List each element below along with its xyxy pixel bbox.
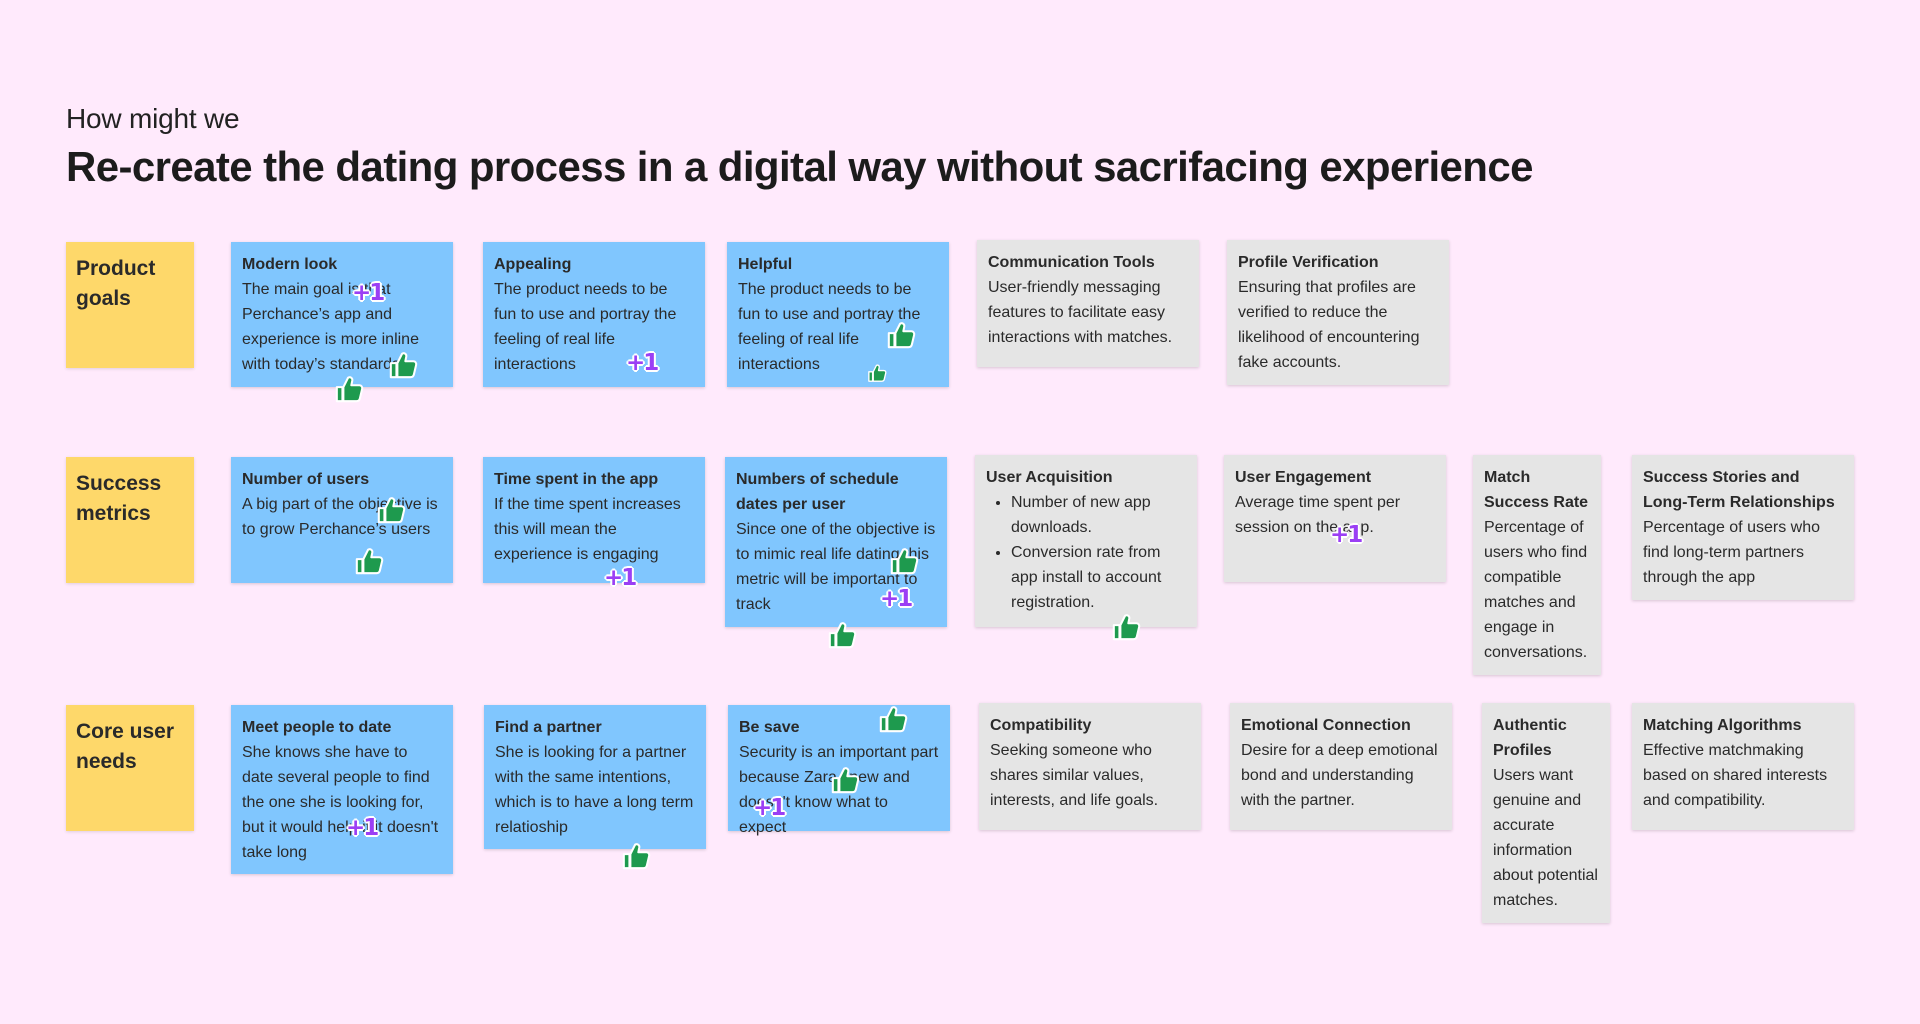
sticky-title: Helpful [738, 256, 793, 273]
sticky-body: The main goal is that Perchance’s app an… [242, 281, 419, 373]
sticky-body: Ensuring that profiles are verified to r… [1238, 279, 1420, 371]
sticky-compatibility[interactable]: Compatibility Seeking someone who shares… [979, 703, 1201, 830]
sticky-body: A big part of the objective is to grow P… [242, 496, 438, 538]
sticky-number-of-users[interactable]: Number of users A big part of the object… [231, 457, 453, 583]
thumbs-up-icon[interactable] [354, 546, 384, 576]
sticky-title: Matching Algorithms [1643, 717, 1802, 734]
sticky-body: Security is an important part because Za… [739, 744, 939, 836]
prompt-prefix: How might we [66, 103, 240, 134]
plus-one-sticker[interactable]: +1 [626, 350, 659, 376]
plus-one-sticker[interactable]: +1 [1330, 522, 1363, 548]
sticky-authentic-profiles[interactable]: Authentic Profiles Users want genuine an… [1482, 703, 1610, 923]
sticky-body: Since one of the objective is to mimic r… [736, 521, 936, 613]
sticky-title: Success Stories and Long-Term Relationsh… [1643, 469, 1835, 511]
sticky-title: Compatibility [990, 717, 1092, 734]
sticky-body: Seeking someone who shares similar value… [990, 742, 1159, 809]
sticky-body: The product needs to be fun to use and p… [738, 281, 921, 373]
sticky-title: Find a partner [495, 719, 602, 736]
sticky-body: She is looking for a partner with the sa… [495, 744, 694, 836]
sticky-title: Meet people to date [242, 719, 392, 736]
sticky-appealing[interactable]: Appealing The product needs to be fun to… [483, 242, 705, 387]
plus-one-sticker[interactable]: +1 [880, 586, 913, 612]
row-label-text: Product goals [76, 257, 156, 310]
row-label-success-metrics[interactable]: Success metrics [66, 457, 194, 583]
sticky-bullet: Conversion rate from app install to acco… [996, 540, 1186, 615]
thumbs-up-icon[interactable] [867, 363, 887, 383]
sticky-title: Match Success Rate [1484, 469, 1589, 511]
sticky-body: Users want genuine and accurate informat… [1493, 767, 1598, 909]
sticky-find-partner[interactable]: Find a partner She is looking for a part… [484, 705, 706, 849]
sticky-title: Profile Verification [1238, 254, 1379, 271]
thumbs-up-icon[interactable] [886, 320, 916, 350]
thumbs-up-icon[interactable] [376, 495, 406, 525]
plus-one-sticker[interactable]: +1 [352, 280, 385, 306]
plus-one-sticker[interactable]: +1 [753, 795, 786, 821]
page-title: Re-create the dating process in a digita… [66, 143, 1533, 190]
sticky-title: Number of users [242, 471, 370, 488]
sticky-title: User Acquisition [986, 469, 1113, 486]
sticky-success-stories[interactable]: Success Stories and Long-Term Relationsh… [1632, 455, 1854, 600]
sticky-body: Desire for a deep emotional bond and und… [1241, 742, 1438, 809]
sticky-match-success-rate[interactable]: Match Success Rate Percentage of users w… [1473, 455, 1601, 675]
sticky-title: Appealing [494, 256, 572, 273]
sticky-profile-verification[interactable]: Profile Verification Ensuring that profi… [1227, 240, 1449, 385]
sticky-body: Effective matchmaking based on shared in… [1643, 742, 1828, 809]
sticky-helpful[interactable]: Helpful The product needs to be fun to u… [727, 242, 949, 387]
thumbs-up-icon[interactable] [621, 841, 651, 871]
sticky-body: If the time spent increases this will me… [494, 496, 681, 563]
thumbs-up-icon[interactable] [334, 374, 364, 404]
sticky-time-spent[interactable]: Time spent in the app If the time spent … [483, 457, 705, 583]
sticky-be-save[interactable]: Be save Security is an important part be… [728, 705, 950, 836]
sticky-body: Percentage of users who find compatible … [1484, 519, 1588, 661]
sticky-modern-look[interactable]: Modern look The main goal is that Percha… [231, 242, 453, 387]
sticky-title: Authentic Profiles [1493, 717, 1567, 759]
thumbs-up-icon[interactable] [878, 704, 908, 734]
thumbs-up-icon[interactable] [830, 765, 860, 795]
sticky-communication-tools[interactable]: Communication Tools User-friendly messag… [977, 240, 1199, 367]
sticky-body: Percentage of users who find long-term p… [1643, 519, 1820, 586]
sticky-body: She knows she have to date several peopl… [242, 744, 439, 861]
sticky-title: Emotional Connection [1241, 717, 1411, 734]
sticky-title: User Engagement [1235, 469, 1372, 486]
sticky-bullet-list: Number of new app downloads. Conversion … [986, 490, 1186, 615]
sticky-matching-algorithms[interactable]: Matching Algorithms Effective matchmakin… [1632, 703, 1854, 830]
row-label-text: Success metrics [76, 472, 162, 525]
sticky-title: Numbers of schedule dates per user [736, 471, 899, 513]
sticky-body: The product needs to be fun to use and p… [494, 281, 677, 373]
row-label-core-user-needs[interactable]: Core user needs [66, 705, 194, 831]
sticky-title: Be save [739, 719, 800, 736]
sticky-emotional-connection[interactable]: Emotional Connection Desire for a deep e… [1230, 703, 1452, 830]
sticky-body: Average time spent per session on the ap… [1235, 494, 1401, 536]
sticky-user-acquisition[interactable]: User Acquisition Number of new app downl… [975, 455, 1197, 627]
plus-one-sticker[interactable]: +1 [346, 815, 379, 841]
row-label-product-goals[interactable]: Product goals [66, 242, 194, 368]
thumbs-up-icon[interactable] [388, 350, 418, 380]
sticky-meet-people[interactable]: Meet people to date She knows she have t… [231, 705, 453, 874]
sticky-bullet: Number of new app downloads. [996, 490, 1186, 540]
sticky-title: Communication Tools [988, 254, 1155, 271]
sticky-schedule-dates[interactable]: Numbers of schedule dates per user Since… [725, 457, 947, 627]
plus-one-sticker[interactable]: +1 [604, 565, 637, 591]
sticky-title: Modern look [242, 256, 338, 273]
sticky-title: Time spent in the app [494, 471, 659, 488]
row-label-text: Core user needs [76, 720, 175, 773]
thumbs-up-icon[interactable] [1111, 612, 1141, 642]
sticky-body: User-friendly messaging features to faci… [988, 279, 1173, 346]
sticky-user-engagement[interactable]: User Engagement Average time spent per s… [1224, 455, 1446, 582]
thumbs-up-icon[interactable] [889, 546, 919, 576]
thumbs-up-icon[interactable] [827, 620, 857, 650]
